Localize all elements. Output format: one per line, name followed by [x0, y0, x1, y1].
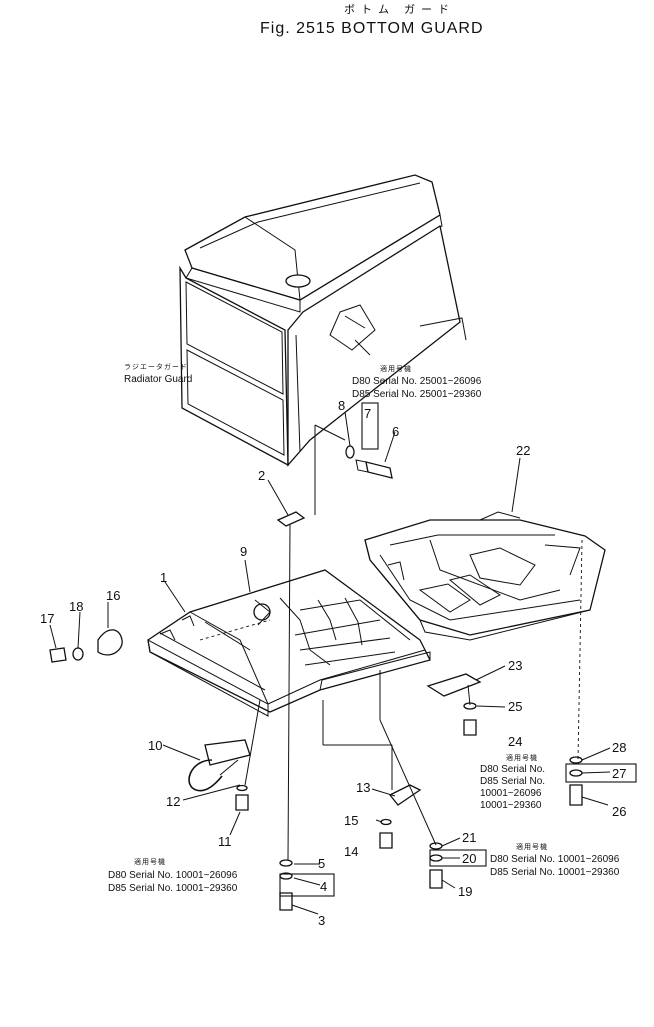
radiator-guard-label-jp: ラジエータガード	[124, 362, 188, 371]
tow-hook-drawing	[188, 739, 251, 792]
part-number-27: 27	[612, 766, 626, 781]
svg-text:D80 Serial No. 10001~26096: D80 Serial No. 10001~26096	[108, 870, 238, 881]
serial-note-upper: 適用号機 D80 Serial No. 25001~26096 D85 Seri…	[352, 364, 482, 400]
part-number-1: 1	[160, 570, 167, 585]
radiator-guard-drawing	[179, 174, 467, 467]
part-number-23: 23	[508, 658, 522, 673]
part-20-box	[429, 849, 487, 867]
assembly-lines	[199, 424, 583, 861]
cover-plate-drawing	[426, 673, 482, 697]
part-number-19: 19	[458, 884, 472, 899]
part-number-11: 11	[218, 834, 232, 849]
svg-text:適用号機: 適用号機	[134, 857, 166, 866]
part-number-8: 8	[338, 398, 345, 413]
serial-note-right: 適用号機 D80 Serial No. D85 Serial No. 10001…	[480, 753, 545, 811]
svg-text:適用号機: 適用号機	[516, 842, 548, 851]
part-number-28: 28	[612, 740, 626, 755]
svg-text:10001~26096: 10001~26096	[480, 788, 542, 799]
part-number-18: 18	[69, 599, 83, 614]
part-number-13: 13	[356, 780, 370, 795]
part-number-14: 14	[344, 844, 358, 859]
figure-title: Fig. 2515 BOTTOM GUARD	[260, 20, 484, 37]
part-number-12: 12	[166, 794, 180, 809]
part-number-3: 3	[318, 913, 325, 928]
part-number-21: 21	[462, 830, 476, 845]
part-4-box	[279, 873, 335, 897]
part-number-4: 4	[320, 879, 327, 894]
part-27-box	[565, 763, 637, 783]
leader-lines	[49, 411, 611, 915]
svg-text:D85 Serial No. 10001~29360: D85 Serial No. 10001~29360	[108, 883, 238, 894]
svg-text:D80 Serial No.: D80 Serial No.	[480, 764, 545, 775]
part-number-17: 17	[40, 611, 54, 626]
svg-text:D85 Serial No. 25001~29360: D85 Serial No. 25001~29360	[352, 389, 482, 400]
svg-text:適用号機: 適用号機	[506, 753, 538, 762]
part-number-9: 9	[240, 544, 247, 559]
kana-title: ボトム ガード	[344, 3, 455, 16]
rear-bottom-guard-drawing	[364, 511, 606, 641]
part-number-6: 6	[392, 424, 399, 439]
part-number-25: 25	[508, 699, 522, 714]
svg-text:D80 Serial No. 25001~26096: D80 Serial No. 25001~26096	[352, 376, 482, 387]
part-number-20: 20	[462, 851, 476, 866]
svg-text:D85 Serial No. 10001~29360: D85 Serial No. 10001~29360	[490, 867, 620, 878]
svg-text:D85 Serial No.: D85 Serial No.	[480, 776, 545, 787]
part-number-15: 15	[344, 813, 358, 828]
svg-text:10001~29360: 10001~29360	[480, 800, 542, 811]
plug-cover-drawing	[49, 629, 123, 663]
clip-bracket-drawing	[388, 784, 422, 806]
svg-text:D80 Serial No. 10001~26096: D80 Serial No. 10001~26096	[490, 854, 620, 865]
part-number-2: 2	[258, 468, 265, 483]
part-number-24: 24	[508, 734, 522, 749]
serial-note-left: 適用号機 D80 Serial No. 10001~26096 D85 Seri…	[108, 857, 238, 894]
part-number-22: 22	[516, 443, 530, 458]
part-number-16: 16	[106, 588, 120, 603]
serial-note-middle: 適用号機 D80 Serial No. 10001~26096 D85 Seri…	[490, 842, 620, 878]
part-number-10: 10	[148, 738, 162, 753]
part-number-5: 5	[318, 856, 325, 871]
bracket-drawing	[276, 511, 306, 527]
svg-text:適用号機: 適用号機	[380, 364, 412, 373]
part-7-box	[361, 402, 379, 450]
part-number-26: 26	[612, 804, 626, 819]
radiator-guard-label: Radiator Guard	[124, 374, 192, 385]
part-number-7: 7	[364, 406, 371, 421]
